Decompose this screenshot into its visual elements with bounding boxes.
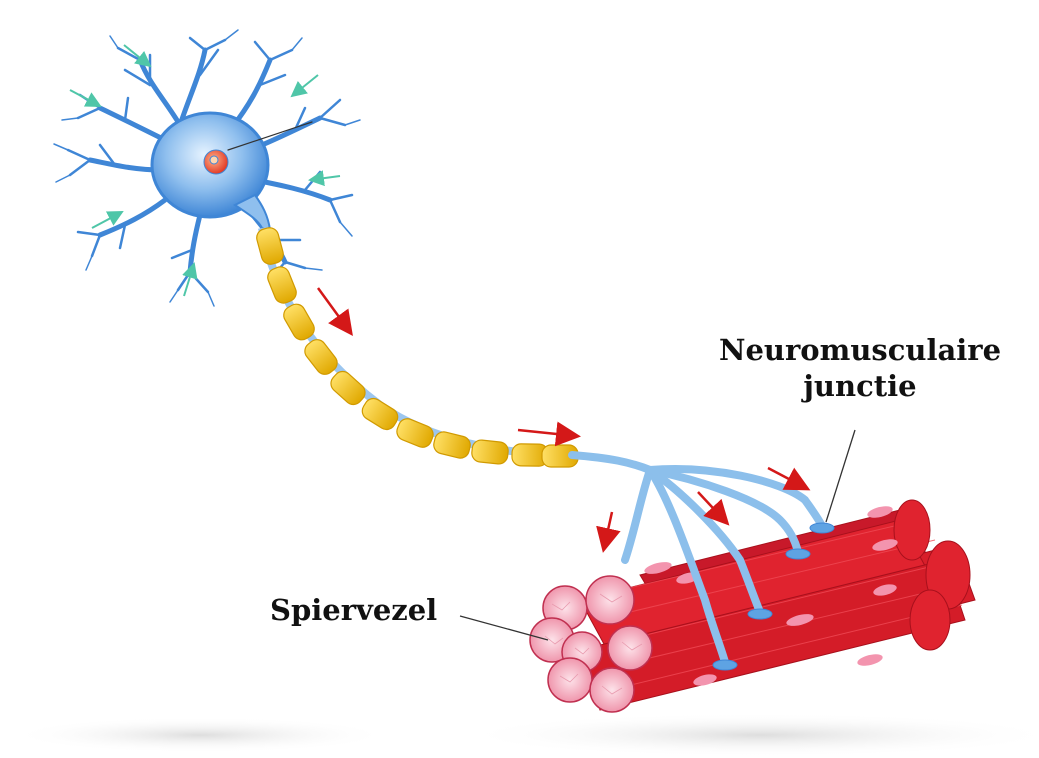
- signal-direction-arrows: [316, 287, 811, 553]
- nmj-pointer-line: [825, 429, 856, 523]
- axon-icon: [256, 227, 579, 468]
- axon-terminal-branches: [568, 451, 826, 666]
- nmj-label-line2: junctie: [803, 369, 917, 403]
- muscle-fiber-bundle-icon: [529, 499, 976, 713]
- nmj-label-line1: Neuromusculaire: [718, 333, 1002, 367]
- input-signal-arrows: [69, 44, 341, 297]
- neuron-cell-body-icon: [53, 29, 361, 307]
- neuromuscular-junction-label: Neuromusculaire junctie: [700, 332, 1020, 404]
- muscle-fiber-label: Spiervezel: [270, 593, 438, 627]
- fiber-pointer-line: [459, 615, 549, 641]
